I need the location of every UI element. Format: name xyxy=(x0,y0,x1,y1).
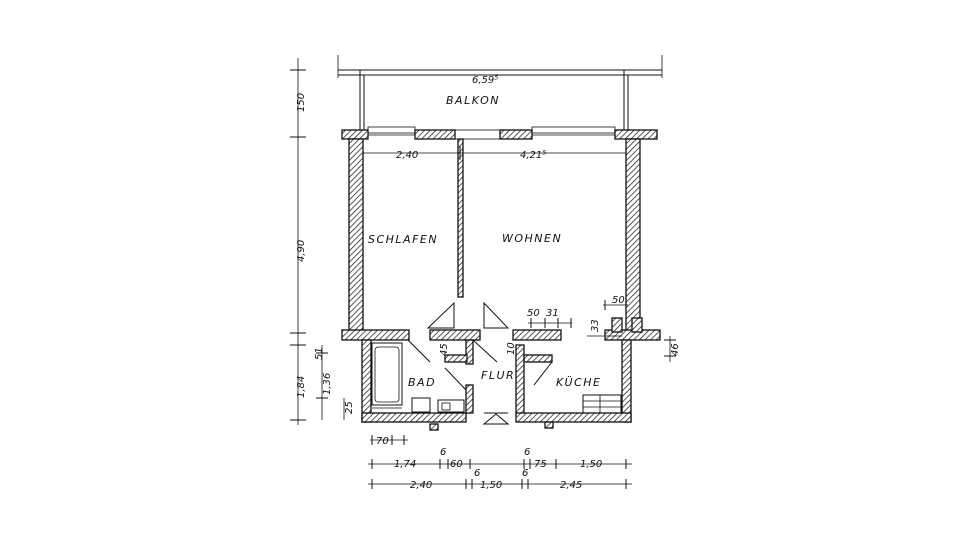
dim-b1-60: 60 xyxy=(450,459,463,470)
dim-b1-6a: 6 xyxy=(440,447,446,458)
dim-b1-150: 1,50 xyxy=(580,459,602,470)
toilet xyxy=(437,399,465,413)
dim-left-51: 51 xyxy=(314,347,325,360)
dim-right-46: 46 xyxy=(670,343,681,356)
label-hall: FLUR xyxy=(481,369,515,382)
fixtures xyxy=(371,342,622,414)
dim-b1-75: 75 xyxy=(534,459,547,470)
dim-b1-174: 1,74 xyxy=(394,459,416,470)
label-bath: BAD xyxy=(408,376,436,389)
dim-kitchen-31: 31 xyxy=(546,308,559,319)
walls xyxy=(341,129,661,431)
dim-kitchen-50b: 50 xyxy=(612,295,625,306)
dim-hall-10: 10 xyxy=(506,342,517,355)
label-balcony: BALKON xyxy=(446,94,500,107)
doors xyxy=(407,301,553,425)
dim-b2-245: 2,45 xyxy=(560,480,582,491)
dim-top-total: 6,59⁵ xyxy=(472,75,498,86)
dim-kitchen-33: 33 xyxy=(590,319,601,332)
dims-top: 6,59⁵ 2,40 4,21⁵ xyxy=(362,75,627,161)
dims-kitchen: 50 31 50 33 45 10 xyxy=(439,295,628,356)
dim-b2-240: 2,40 xyxy=(410,480,432,491)
dims-left: 150 4,90 1,84 51 1,36 25 xyxy=(290,58,355,425)
stove xyxy=(582,394,622,414)
dim-left-136: 1,36 xyxy=(322,373,333,395)
dim-b2-150: 1,50 xyxy=(480,480,502,491)
dim-bottom-70: 70 xyxy=(376,436,389,447)
dim-bedroom-width: 2,40 xyxy=(396,150,418,161)
dims-right: 46 xyxy=(664,336,681,362)
dim-b2-6b: 6 xyxy=(522,468,528,479)
dim-left-490: 4,90 xyxy=(296,240,307,262)
dim-left-150: 150 xyxy=(296,93,307,112)
label-kitchen: KÜCHE xyxy=(556,376,601,389)
bathtub xyxy=(371,342,403,406)
dim-b2-6a: 6 xyxy=(474,468,480,479)
windows xyxy=(367,126,616,140)
dims-bottom: 70 1,74 6 60 6 75 1,50 2,40 6 1,50 6 2,4… xyxy=(368,435,632,491)
dim-left-25: 25 xyxy=(344,401,355,414)
dim-hall-45: 45 xyxy=(439,343,450,356)
label-living: WOHNEN xyxy=(502,232,562,245)
label-bedroom: SCHLAFEN xyxy=(368,233,438,246)
dim-left-184: 1,84 xyxy=(296,376,307,398)
washbasin xyxy=(411,397,431,413)
dim-kitchen-50: 50 xyxy=(527,308,540,319)
balcony xyxy=(337,55,663,130)
dim-living-width: 4,21⁵ xyxy=(520,150,546,161)
dim-b1-6b: 6 xyxy=(524,447,530,458)
